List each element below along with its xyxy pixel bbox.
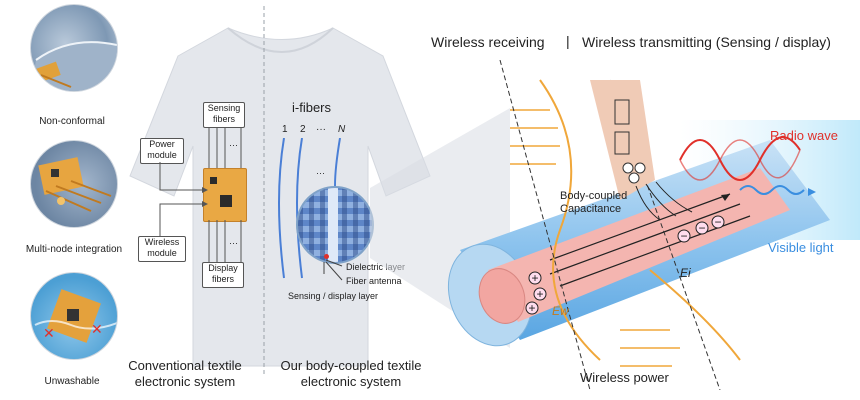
- chip: [220, 195, 232, 207]
- visible-light-label: Visible light: [768, 240, 834, 255]
- conventional-caption: Conventional textile electronic system: [128, 358, 242, 389]
- sensing-fibers-box: Sensing fibers: [203, 102, 245, 128]
- fiber-physics-diagram: + + + − − −: [447, 60, 860, 390]
- fiber-middle-dots: ···: [316, 168, 325, 178]
- module-lead-lines: [208, 128, 242, 262]
- ei-label: Ei: [680, 266, 691, 280]
- sensing-display-layer-label: Sensing / display layer: [288, 291, 379, 301]
- unwashable-image: ✕ ✕: [30, 272, 118, 360]
- non-conformal-label: Non-conformal: [39, 116, 105, 127]
- header-separator: |: [566, 33, 570, 49]
- display-fibers-box: Display fibers: [202, 262, 244, 288]
- body-coupled-capacitance-label: Body-coupled Capacitance: [560, 190, 628, 215]
- radio-wave-label: Radio wave: [770, 128, 838, 143]
- fiber-antenna-label: Fiber antenna: [346, 276, 402, 286]
- fiber-index-1: 1: [282, 124, 288, 135]
- fabric-magnifier: [296, 186, 374, 264]
- chip: [210, 177, 217, 184]
- multi-node-label: Multi-node integration: [25, 244, 123, 255]
- unwashable-label: Unwashable: [44, 376, 100, 387]
- unwashable-illustration: [34, 289, 117, 343]
- ew-label: Ew: [552, 304, 569, 318]
- cross-mark-icon: ✕: [91, 321, 103, 337]
- svg-text:+: +: [528, 301, 535, 315]
- i-fibers-title: i-fibers: [292, 100, 332, 115]
- svg-text:+: +: [531, 271, 538, 285]
- svg-text:−: −: [714, 215, 721, 229]
- callout-lines: [323, 259, 343, 281]
- fiber-index-dots: ···: [316, 124, 326, 135]
- lower-dots: ···: [229, 238, 238, 248]
- wireless-module-box: Wireless module: [138, 236, 186, 262]
- svg-text:−: −: [680, 229, 687, 243]
- wireless-power-label: Wireless power: [580, 370, 669, 385]
- wireless-receiving-header: Wireless receiving: [431, 34, 545, 50]
- antenna-tip-marker: [324, 254, 329, 259]
- body-coupled-caption: Our body-coupled textile electronic syst…: [280, 358, 422, 389]
- upper-dots: ···: [229, 140, 238, 150]
- non-conformal-image: [30, 4, 118, 92]
- non-conformal-fabric-illustration: [31, 41, 117, 91]
- fiber-index-n: N: [338, 124, 346, 135]
- fiber-antenna-strand: [328, 188, 338, 262]
- svg-text:+: +: [536, 287, 543, 301]
- wireless-transmitting-header: Wireless transmitting (Sensing / display…: [582, 34, 831, 50]
- cross-mark-icon: ✕: [43, 325, 55, 341]
- multi-node-image: [30, 140, 118, 228]
- box-connector-lines: [159, 162, 208, 236]
- power-module-box: Power module: [140, 138, 184, 164]
- multi-node-fabric-illustration: [38, 157, 112, 212]
- dielectric-layer-label: Dielectric layer: [346, 262, 406, 272]
- fiber-index-2: 2: [300, 124, 306, 135]
- svg-text:−: −: [698, 221, 705, 235]
